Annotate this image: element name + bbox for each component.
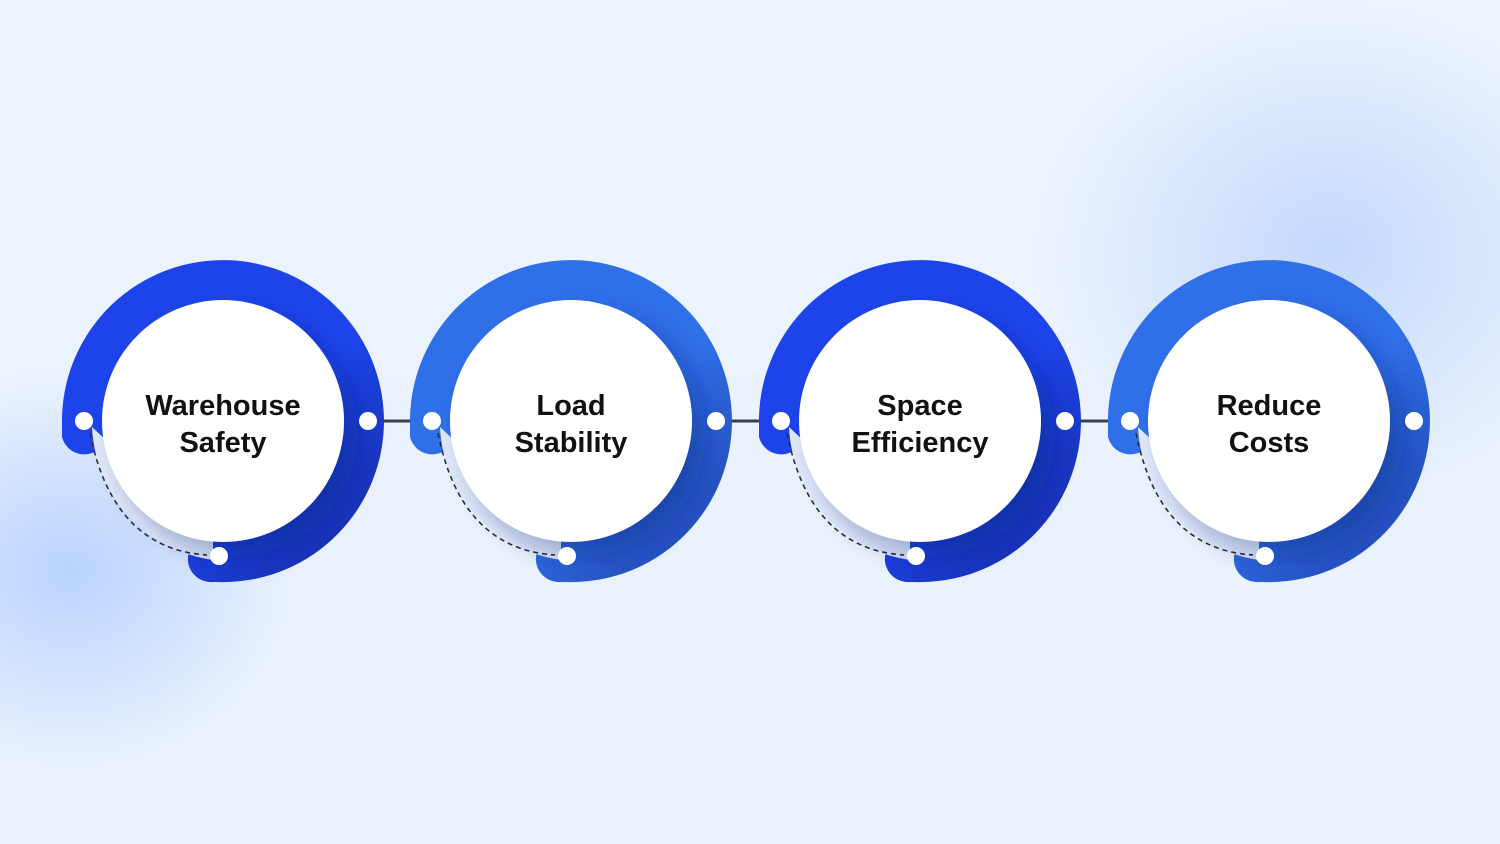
label-line-2: Stability: [514, 427, 628, 459]
inner-circle: [1148, 300, 1390, 542]
dashed-arc: [786, 432, 905, 556]
step-space-efficiency: [759, 260, 1081, 583]
left-dot: [75, 412, 93, 430]
bottom-dot: [558, 547, 576, 565]
right-dot: [359, 412, 377, 430]
right-dot: [1405, 412, 1423, 430]
dashed-arc: [437, 432, 556, 556]
label-line-2: Safety: [179, 427, 267, 459]
label-line-1: Space: [877, 390, 963, 422]
label-line-1: Reduce: [1216, 390, 1322, 422]
inner-circle: [102, 300, 344, 542]
steps: [62, 260, 1430, 583]
label-line-2: Costs: [1228, 427, 1310, 459]
right-dot: [707, 412, 725, 430]
right-dot: [1056, 412, 1074, 430]
left-dot: [772, 412, 790, 430]
bottom-dot: [907, 547, 925, 565]
left-dot: [1121, 412, 1139, 430]
dashed-arc: [89, 432, 208, 556]
label-line-2: Efficiency: [851, 427, 989, 459]
label-line-1: Warehouse: [145, 390, 301, 422]
label-line-1: Load: [536, 390, 606, 422]
inner-circle: [450, 300, 692, 542]
left-dot: [423, 412, 441, 430]
step-load-stability: [410, 260, 732, 583]
bottom-dot: [210, 547, 228, 565]
step-reduce-costs: [1108, 260, 1430, 583]
step-warehouse-safety: [62, 260, 384, 583]
inner-circle: [799, 300, 1041, 542]
dashed-arc: [1135, 432, 1254, 556]
bottom-dot: [1256, 547, 1274, 565]
